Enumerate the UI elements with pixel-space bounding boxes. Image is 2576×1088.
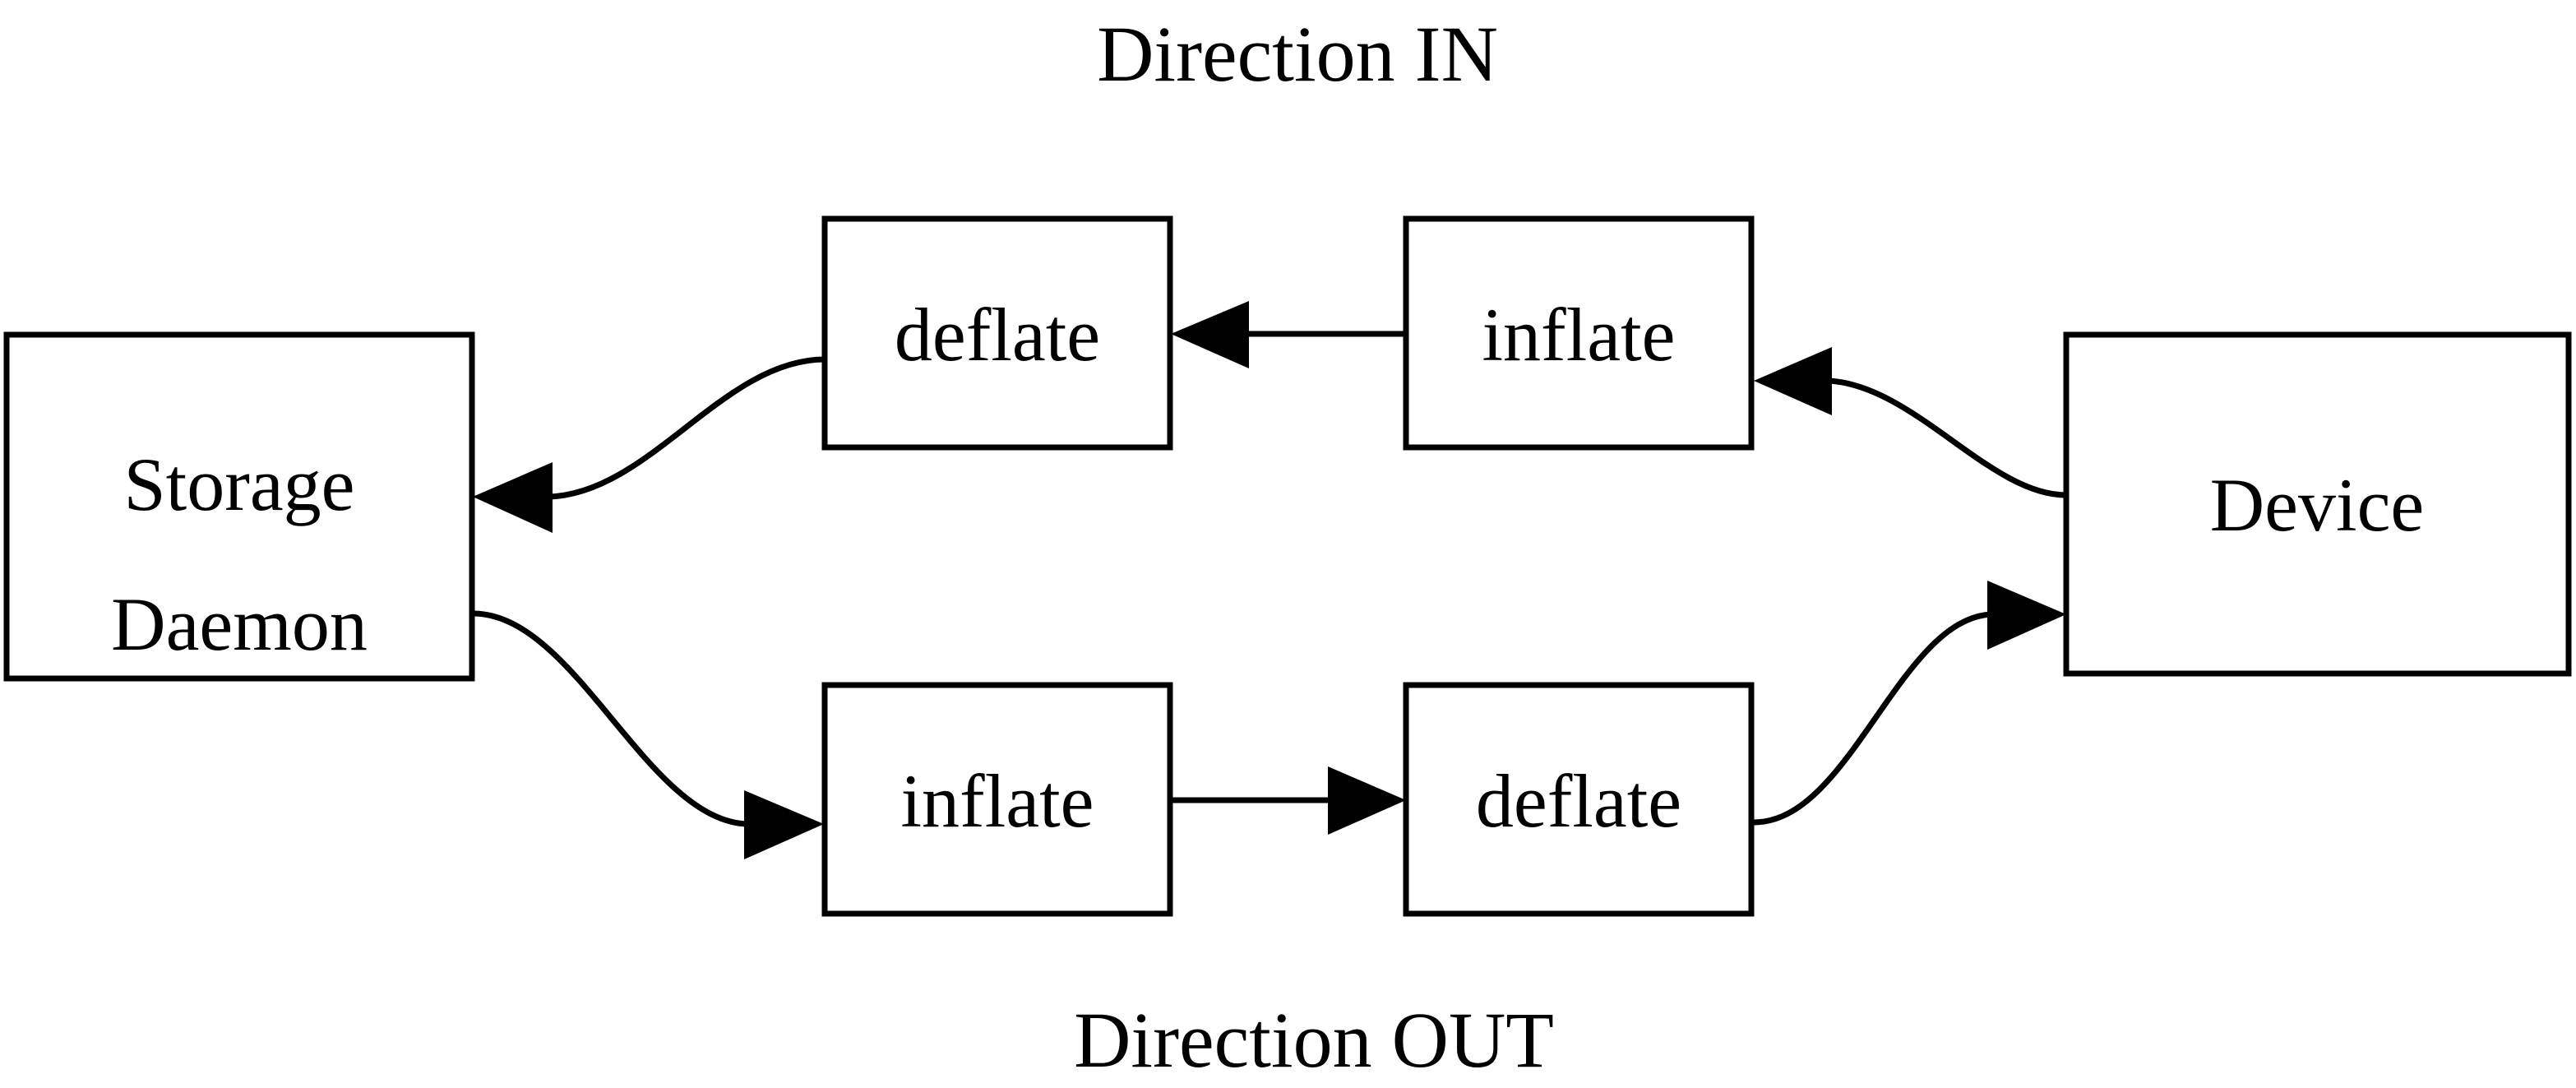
in-inflate-label: inflate [1482,293,1676,377]
arrowhead-into-in-inflate [1754,347,1832,415]
edge-out-inflate-to-out-deflate [1170,766,1406,835]
arrowhead-into-out-deflate [1328,766,1406,835]
edge-out-deflate-to-device [1753,581,2066,826]
edge-storage-daemon-to-out-inflate [472,610,824,859]
out-inflate-label: inflate [901,759,1094,843]
edge-in-inflate-to-in-deflate [1171,301,1406,368]
in-deflate-label: deflate [895,293,1100,377]
in-inflate-box[interactable] [1403,215,1755,451]
arrowhead-into-in-deflate [1171,301,1249,368]
device-label: Device [2210,463,2425,547]
node-in-inflate[interactable]: inflate [1403,215,1755,451]
arrowhead-into-device [1987,581,2066,650]
node-out-inflate[interactable]: inflate [821,682,1173,917]
caption-direction-in: Direction IN [1097,10,1498,98]
arrowhead-into-storage-daemon [473,462,553,533]
out-inflate-box[interactable] [821,682,1173,917]
storage-daemon-label-line2: Daemon [111,582,368,666]
node-storage-daemon[interactable]: Storage Daemon [3,331,475,682]
arrowhead-into-out-inflate [744,790,824,859]
device-box[interactable] [2063,331,2572,677]
node-out-deflate[interactable]: deflate [1403,682,1755,917]
out-deflate-box[interactable] [1403,682,1755,917]
in-deflate-box[interactable] [821,215,1173,451]
node-device[interactable]: Device [2063,331,2572,677]
storage-daemon-box[interactable] [3,331,475,682]
out-deflate-label: deflate [1476,759,1681,843]
edge-device-to-in-inflate [1754,347,2067,498]
storage-daemon-label-line1: Storage [123,442,354,526]
node-in-deflate[interactable]: deflate [821,215,1173,451]
caption-direction-out: Direction OUT [1074,996,1554,1084]
edge-in-deflate-to-storage-daemon [473,356,826,533]
